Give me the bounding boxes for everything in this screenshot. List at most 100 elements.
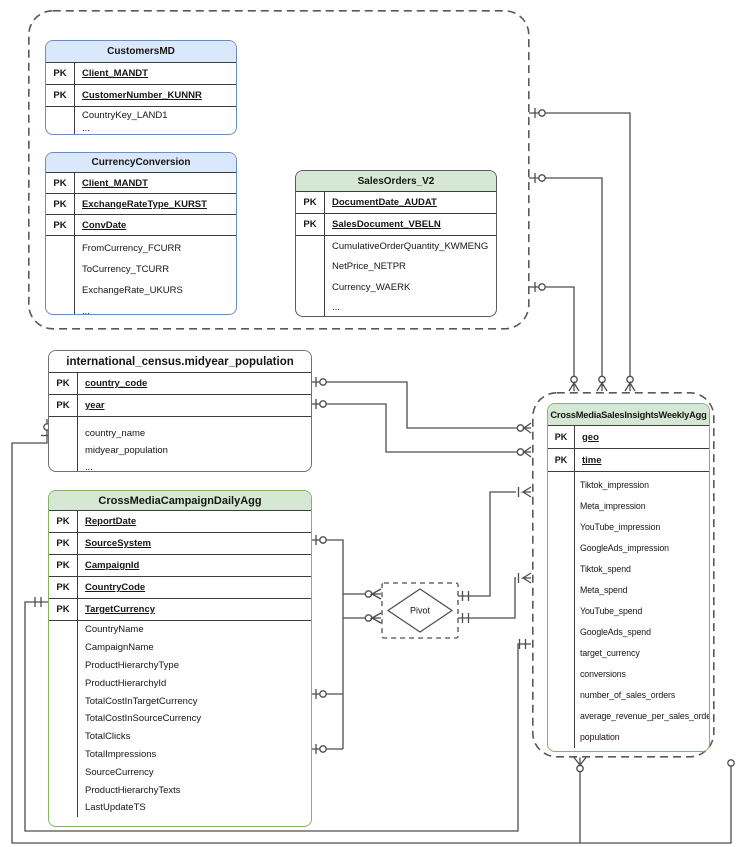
table-customersmd[interactable]: CustomersMD PK Client_MANDT PK CustomerNumb… [45,40,237,135]
pk-field-name: SourceSystem [85,538,152,549]
pk-rows: PK Client_MANDT PK CustomerNumber_KUNNR [46,63,236,107]
field-row: SourceCurrency [85,766,154,778]
table-title: CurrencyConversion [46,153,236,173]
field-row: average_revenue_per_sales_order [580,711,710,721]
field-row: target_currency [580,648,640,658]
field-row: ExchangeRate_UKURS [82,285,183,296]
pk-row: PK CustomerNumber_KUNNR [46,85,236,107]
pk-badge: PK [56,604,70,615]
pk-row: PK Client_MANDT [46,63,236,85]
pk-badge: PK [554,432,568,442]
pk-row: PK ExchangeRateType_KURST [46,194,236,215]
pk-column-divider [77,511,78,817]
pk-row: PK Client_MANDT [46,173,236,194]
pk-column-divider [77,373,78,471]
table-currencyconversion[interactable]: CurrencyConversion PK Client_MANDT PK Excha… [45,152,237,315]
pk-row: PK SalesDocument_VBELN [296,214,496,236]
field-row: Currency_WAERK [332,281,411,293]
pk-badge: PK [56,538,70,549]
connector-sourcegroup-3-to-weekly-top [529,282,580,392]
field-row: CampaignName [85,642,154,654]
field-row: GoogleAds_impression [580,543,669,553]
pk-badge: PK [53,68,67,79]
pk-field-name: ReportDate [85,516,137,527]
field-row: LastUpdateTS [85,802,146,814]
pk-field-name: time [582,454,602,466]
pk-badge: PK [53,90,67,101]
field-row: number_of_sales_orders [580,690,676,700]
table-title: international_census.midyear_population [49,351,311,373]
pk-field-name: CampaignId [85,560,140,571]
field-row: ProductHierarchyId [85,677,167,689]
field-row: TotalClicks [85,731,131,743]
field-row: TotalCostInSourceCurrency [85,713,202,725]
field-row: YouTube_spend [580,606,643,616]
field-row: NetPrice_NETPR [332,261,406,273]
pk-column-divider [324,192,325,316]
pk-column-divider [74,173,75,314]
pk-field-name: Client_MANDT [82,68,148,79]
pk-badge: PK [303,219,317,230]
table-international-census-midyear-population[interactable]: international_census.midyear_population … [48,350,312,472]
pk-badge: PK [56,582,70,593]
table-title: SalesOrders_V2 [296,171,496,192]
field-row: midyear_population [85,445,168,456]
pk-badge: PK [56,560,70,571]
pk-column-divider [74,63,75,134]
pk-column-divider [574,426,575,748]
field-row: GoogleAds_spend [580,627,651,637]
field-row: ToCurrency_TCURR [82,264,170,275]
pk-field-name: SalesDocument_VBELN [332,219,441,230]
pk-row: PK SourceSystem [49,533,311,555]
table-title: CustomersMD [46,41,236,63]
field-row: TotalCostInTargetCurrency [85,695,198,707]
pk-field-name: geo [582,431,599,443]
pk-badge: PK [554,455,568,465]
pivot-operator[interactable]: Pivot [381,582,459,639]
pk-field-name: DocumentDate_AUDAT [332,197,437,208]
connector-census-year-to-weekly-time [310,399,532,458]
table-title: CrossMediaCampaignDailyAgg [49,491,311,511]
connector-sourcegroup-2-to-weekly-top [529,173,608,392]
pk-badge: PK [53,198,67,210]
pk-field-name: ExchangeRateType_KURST [82,198,207,210]
field-row: ProductHierarchyType [85,659,179,671]
pivot-diamond-icon [386,588,454,633]
pivot-label: Pivot [410,606,431,616]
pk-field-name: Client_MANDT [82,177,148,189]
field-row: Tiktok_impression [580,480,649,490]
field-row: ... [85,462,93,472]
connector-pivot-to-weekly-impressions [458,486,532,601]
field-row: YouTube_impression [580,522,661,532]
pk-badge: PK [53,177,67,189]
connector-daily-to-pivot-bus [310,535,382,754]
pk-row: PK TargetCurrency [49,599,311,621]
field-row: ProductHierarchyTexts [85,784,181,796]
field-row: CumulativeOrderQuantity_KWMENG [332,240,489,252]
pk-field-name: TargetCurrency [85,604,156,615]
field-rows: CountryKey_LAND1... [46,107,236,134]
pk-field-name: year [85,400,105,411]
field-row: population [580,732,620,742]
pk-field-name: CustomerNumber_KUNNR [82,90,202,101]
field-row: CountryName [85,624,144,636]
table-title: CrossMediaSalesInsightsWeeklyAgg [548,404,709,426]
pk-badge: PK [56,378,70,389]
pk-row: PK geo [548,426,709,449]
field-row: CountryKey_LAND1 [82,110,168,121]
